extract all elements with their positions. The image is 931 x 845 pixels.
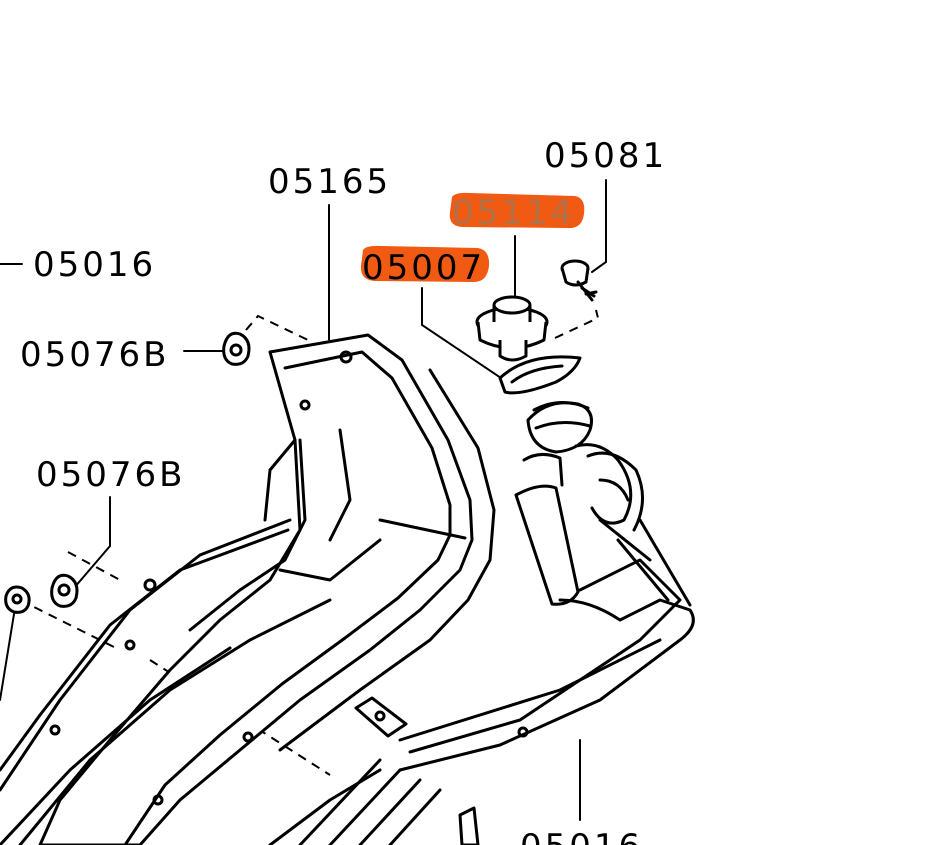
leader-lines xyxy=(0,179,607,821)
filler-bracket[interactable] xyxy=(38,333,474,845)
label-05016-top[interactable]: 05016 xyxy=(33,245,156,285)
highlight-05007[interactable] xyxy=(360,245,490,283)
label-05076b-lower[interactable]: 05076B xyxy=(36,455,185,495)
bolt-05081[interactable] xyxy=(560,259,598,302)
highlight-05114[interactable] xyxy=(449,192,585,229)
label-05007[interactable]: 05007 xyxy=(362,248,485,288)
label-05016-bottom[interactable]: 05016 xyxy=(520,827,643,845)
clip-05076b-upper[interactable] xyxy=(222,331,251,366)
hose-bracket[interactable] xyxy=(354,696,480,845)
clip-05076b-lower[interactable] xyxy=(50,573,79,608)
filler-cap-05114[interactable] xyxy=(475,295,549,362)
label-05081[interactable]: 05081 xyxy=(544,136,667,176)
label-05165[interactable]: 05165 xyxy=(268,162,391,202)
gasket-05007[interactable] xyxy=(498,355,582,395)
fuel-tank-panel[interactable] xyxy=(0,368,496,845)
filler-neck-hoses[interactable] xyxy=(268,401,695,845)
label-05114[interactable]: 05114 xyxy=(452,193,575,233)
clip-left-edge[interactable] xyxy=(4,585,31,614)
label-05076b-upper[interactable]: 05076B xyxy=(20,335,169,375)
